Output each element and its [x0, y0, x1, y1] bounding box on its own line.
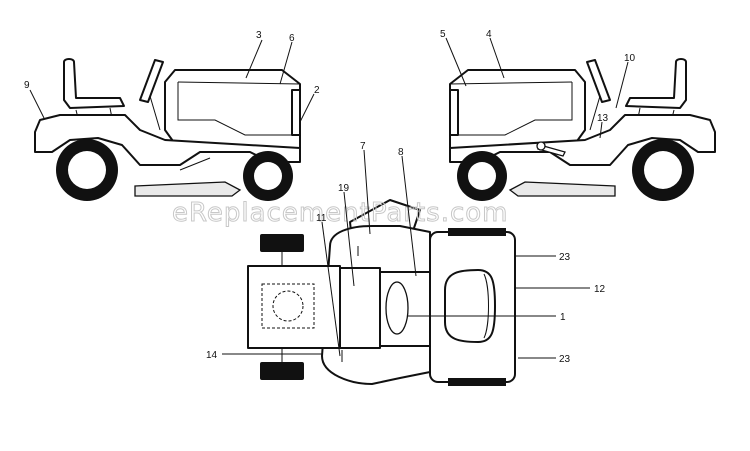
callout-23-lower: 23 [559, 354, 571, 365]
callout-2: 2 [314, 85, 320, 96]
top-engine-outline [261, 283, 315, 329]
callout-9: 9 [24, 80, 30, 91]
right-headlight-panel [449, 89, 459, 136]
left-side-view-mower [34, 58, 301, 201]
top-front-wheel-lower [260, 362, 304, 380]
top-front-wheel-upper [260, 234, 304, 252]
callout-6: 6 [289, 33, 295, 44]
top-seat [444, 269, 496, 343]
callout-13: 13 [597, 113, 609, 124]
right-side-view-mower [449, 58, 716, 201]
left-steering-wheel [139, 59, 164, 103]
callout-5: 5 [440, 29, 446, 40]
top-view-mower [247, 199, 516, 386]
callout-10: 10 [624, 53, 636, 64]
callout-labels: 3 6 2 9 5 4 10 13 7 8 19 11 23 12 1 23 1… [24, 29, 636, 365]
right-steering-wheel [586, 59, 611, 103]
right-mower-deck [508, 181, 616, 197]
callout-7: 7 [360, 141, 366, 152]
top-rear-wheel-upper [448, 228, 506, 236]
callout-1: 1 [560, 312, 566, 323]
callout-12: 12 [594, 284, 606, 295]
callout-8: 8 [398, 147, 404, 158]
top-rear-wheel-lower [448, 378, 506, 386]
callout-11: 11 [316, 213, 327, 224]
right-seat [625, 58, 687, 109]
left-mower-deck [134, 181, 242, 197]
callout-4: 4 [486, 29, 492, 40]
top-engine-block [247, 265, 341, 349]
left-chassis [34, 114, 301, 166]
watermark: eReplacementParts.com [172, 198, 509, 228]
leader-lines [29, 37, 629, 359]
callout-3: 3 [256, 30, 262, 41]
callout-19: 19 [338, 183, 350, 194]
top-hood [337, 267, 381, 349]
left-seat [63, 58, 125, 109]
callout-23-upper: 23 [559, 252, 571, 263]
callout-14: 14 [206, 350, 218, 361]
left-headlight-panel [291, 89, 301, 136]
top-steering-column [385, 281, 409, 335]
